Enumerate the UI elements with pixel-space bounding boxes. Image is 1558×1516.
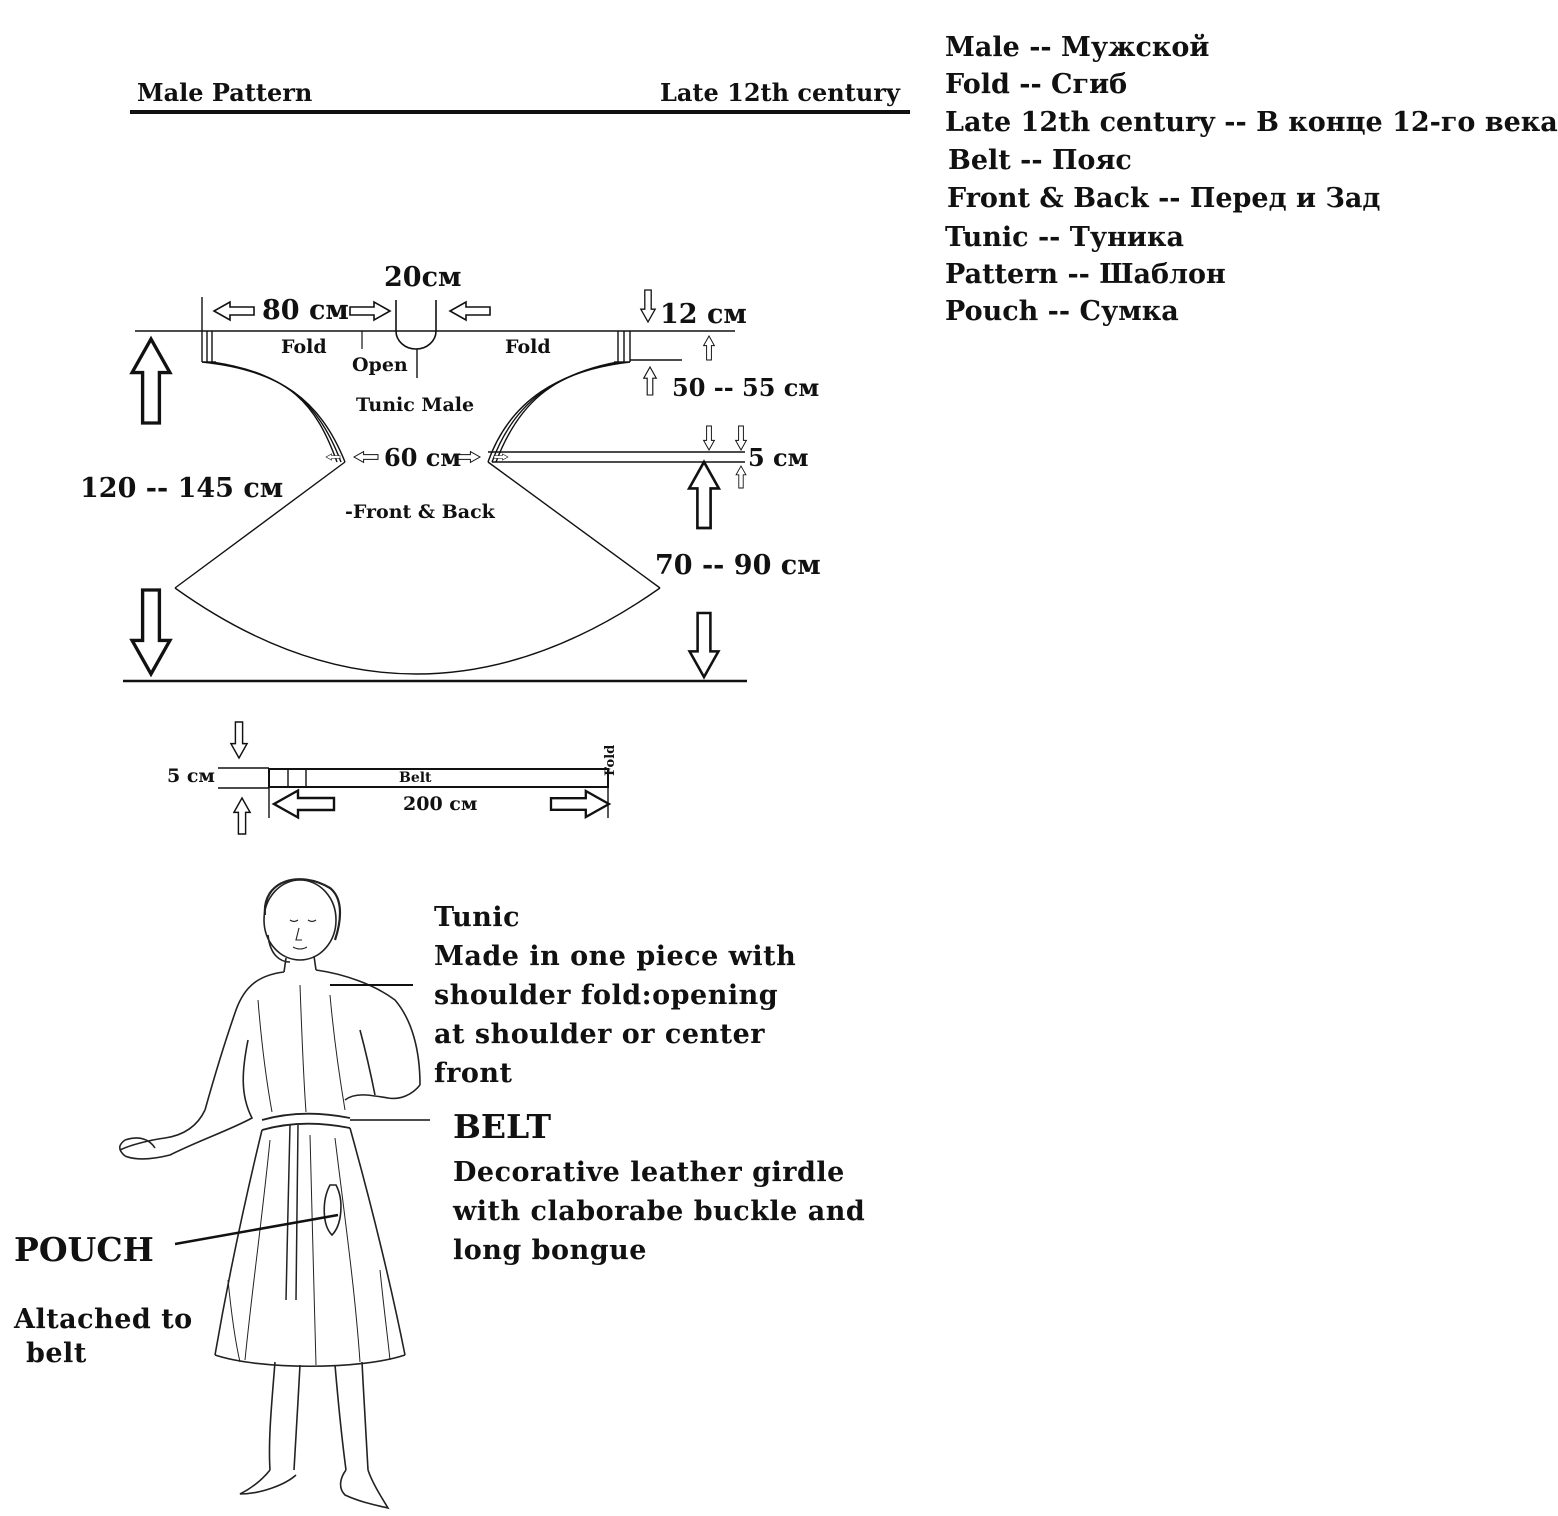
sleeve-depth-label: 50 -- 55 см (672, 373, 820, 402)
tunic-note-line: shoulder fold:opening (434, 980, 779, 1011)
belt-arrow-down (230, 721, 248, 759)
belt-note-line: Decorative leather girdle (453, 1157, 845, 1188)
arrow-neck-right (449, 301, 491, 321)
arrow-60-left (353, 451, 379, 463)
arrow-12-up (703, 335, 715, 361)
pouch-note-title: POUCH (14, 1230, 154, 1269)
arrow-sleeve-up (643, 366, 657, 396)
diagram-canvas: Male Pattern Late 12th century Male -- М… (14, 32, 1558, 1510)
shoulder-drop-label: 12 см (660, 299, 747, 330)
left-sleeve-hem (201, 331, 216, 363)
pouch-leader-line (174, 1213, 339, 1246)
pouch-note: Altached to belt (14, 1303, 193, 1371)
front-back-label: -Front & Back (345, 501, 495, 523)
skirt-hem (174, 587, 661, 675)
legend-item: Male -- Мужской (945, 32, 1210, 63)
arrow-12-down (640, 289, 656, 323)
belt-arrow-up (233, 797, 251, 835)
right-sleeve-hem (614, 331, 631, 363)
belt-note: Decorative leather girdle with claborabe… (453, 1153, 865, 1270)
legend-item: Front & Back -- Перед и Зад (947, 183, 1381, 214)
fold-label-right: Fold (505, 336, 551, 358)
sleeve-span-label: 80 см (262, 295, 349, 326)
header-right-title: Late 12th century (660, 78, 900, 107)
belt-fold-label: Fold (603, 744, 618, 776)
left-underarm-curve (201, 361, 346, 463)
legend-item: Late 12th century -- В конце 12-го века (945, 107, 1558, 138)
arrow-length-up (130, 337, 172, 425)
neck-width-label: 20см (384, 262, 462, 293)
arrow-skirt-down (688, 611, 720, 679)
belt-arrow-left (272, 789, 336, 819)
arrow-skirt-up (687, 460, 721, 530)
legend-item: Fold -- Сгиб (945, 69, 1128, 100)
tunic-note-line: Tunic (434, 902, 521, 933)
waist-width-label: 60 см (384, 443, 462, 472)
waist-band-label: 5 см (748, 443, 809, 472)
legend-item: Tunic -- Туника (945, 222, 1184, 253)
tunic-note-line: front (434, 1058, 513, 1089)
neck-opening (395, 300, 437, 350)
arrow-80-right (349, 301, 391, 321)
belt-arrow-right (549, 789, 611, 819)
male-figure-illustration (118, 878, 421, 1510)
tunic-length-label: 120 -- 145 см (80, 473, 284, 504)
belt-inner-label: Belt (399, 770, 432, 786)
belt-note-line: long bongue (453, 1235, 647, 1266)
fold-label-left: Fold (281, 336, 327, 358)
open-label: Open (352, 354, 408, 376)
piece-title-label: Tunic Male (356, 394, 475, 416)
tunic-note-line: Made in one piece with (434, 941, 797, 972)
arrow-length-down (130, 588, 172, 676)
legend-item: Pattern -- Шаблон (945, 259, 1226, 290)
belt-pattern (218, 767, 609, 818)
tunic-note-line: at shoulder or center (434, 1019, 766, 1050)
arrow-80-left (213, 301, 255, 321)
belt-note-line: with claborabe buckle and (453, 1196, 866, 1227)
skirt-length-label: 70 -- 90 см (655, 550, 821, 581)
pouch-note-line: belt (26, 1338, 87, 1369)
skirt-right-side (487, 461, 661, 589)
belt-length-label: 200 см (403, 793, 478, 815)
skirt-left-side (174, 461, 346, 589)
pattern-drawing (118, 110, 910, 1510)
pouch-note-line: Altached to (14, 1304, 193, 1335)
belt-height-label: 5 см (167, 765, 215, 787)
header-left-title: Male Pattern (137, 78, 313, 107)
belt-note-title: BELT (453, 1107, 552, 1146)
legend-item: Belt -- Пояс (948, 145, 1132, 176)
legend-item: Pouch -- Сумка (945, 296, 1179, 327)
right-underarm-curve (487, 361, 631, 463)
tunic-note: Tunic Made in one piece with shoulder fo… (434, 898, 796, 1093)
